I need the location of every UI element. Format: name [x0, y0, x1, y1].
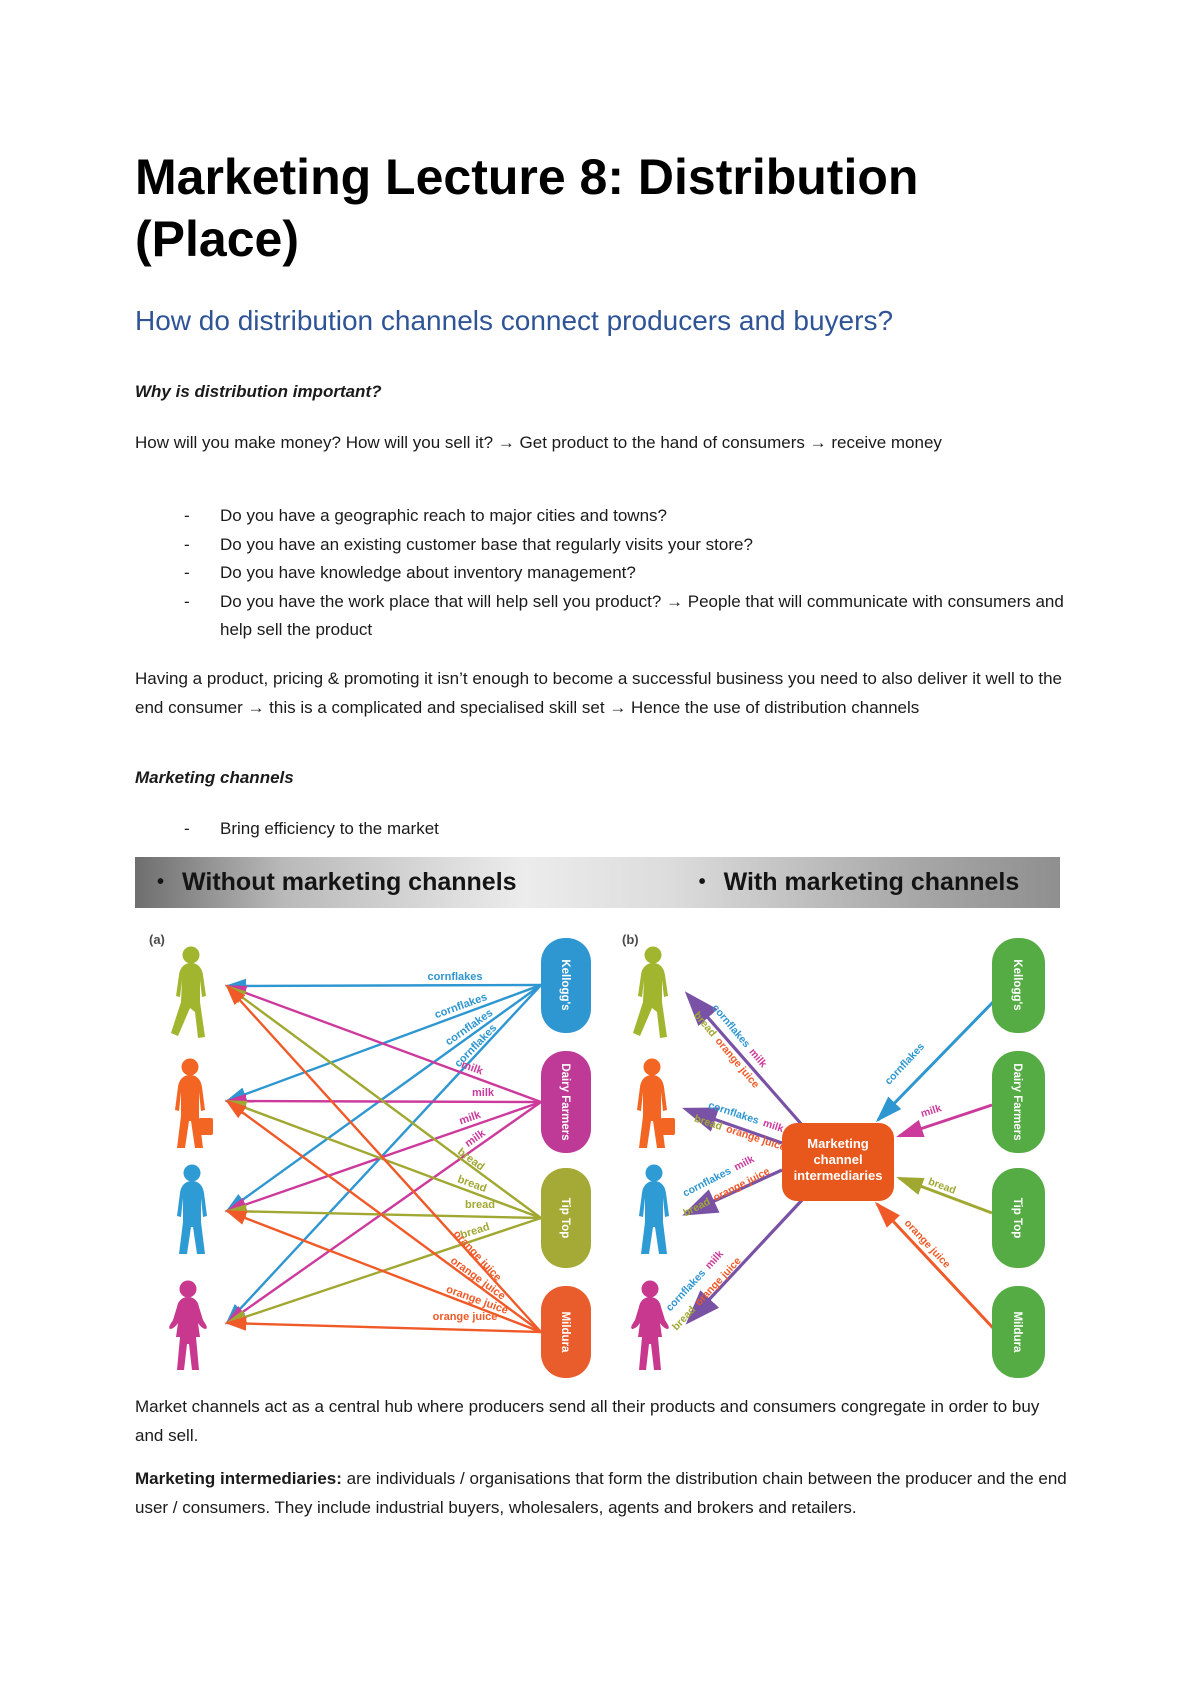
producer-pill-kelloggs-b: [992, 938, 1045, 1033]
product-label-cornflakes: cornflakes: [427, 971, 482, 983]
panel-b-label: (b): [622, 932, 639, 947]
dash-bullet: -: [184, 591, 190, 611]
diagram-header-bar: • Without marketing channels • With mark…: [135, 857, 1060, 908]
list-item-text: Do you have a geographic reach to major …: [220, 506, 667, 525]
subheading-why-distribution: Why is distribution important?: [135, 382, 382, 401]
bundle-milk: milk: [732, 1153, 756, 1173]
supply-label-milk: milk: [919, 1102, 943, 1120]
producer-pill-label: Kellogg's: [1011, 959, 1023, 1010]
paragraph-having-product: Having a product, pricing & promoting it…: [135, 669, 1063, 717]
bundle-bread: bread: [693, 1113, 724, 1133]
flow-line-cornflakes: [224, 978, 542, 994]
diagram-header-with: With marketing channels: [723, 868, 1020, 896]
producer-pill-label: Dairy Farmers: [1011, 1063, 1023, 1140]
dash-bullet: -: [184, 563, 190, 582]
flow-line-orange-juice: [225, 984, 542, 1333]
list-item-text: Bring efficiency to the market: [220, 819, 439, 838]
marketing-channels-diagram: (a) cornflakes cornflakes cornflakes cor…: [149, 932, 1045, 1378]
producer-pill-dairy-farmers: [541, 1051, 591, 1153]
hub-label-line: Marketing: [807, 1136, 868, 1151]
intermediary-arrow: [682, 1168, 783, 1216]
consumer-figure: [169, 1280, 207, 1370]
producer-pill-kelloggs: [541, 938, 591, 1033]
producer-pill-dairy-farmers-b: [992, 1051, 1045, 1153]
consumer-figure: [631, 1280, 669, 1370]
producer-pill-tip-top-b: [992, 1168, 1045, 1268]
intermediary-arrow: [685, 1197, 805, 1325]
flow-line-orange-juice: [225, 1099, 542, 1333]
diagram-header-without: Without marketing channels: [182, 868, 517, 896]
supply-arrow-orange-juice: [874, 1201, 996, 1331]
paragraph-marketing-intermediaries: Marketing intermediaries: are individual…: [135, 1464, 1070, 1522]
supply-arrow-milk: [896, 1103, 993, 1138]
hub-label-line: channel: [813, 1152, 862, 1167]
hub-label-line: intermediaries: [794, 1168, 883, 1183]
supply-arrow-bread: [896, 1176, 993, 1215]
flow-line-cornflakes: [225, 984, 542, 1213]
producer-pill-mildura-b: [992, 1286, 1045, 1378]
flow-line-orange-juice: [224, 1209, 542, 1334]
flow-line-milk: [225, 1101, 542, 1325]
list-item: - Do you have an existing customer base t…: [135, 531, 1070, 560]
flow-line-cornflakes: [225, 984, 542, 1325]
list-item: - Do you have knowledge about inventory m…: [135, 559, 1070, 588]
bundle-milk: milk: [761, 1117, 785, 1135]
section-heading: How do distribution channels connect pro…: [135, 305, 894, 336]
list-item: - Do you have the work place that will he…: [135, 588, 1070, 645]
list-item: - Bring efficiency to the market: [135, 815, 1070, 844]
producer-pill-label: Kellogg's: [559, 959, 571, 1010]
list-item-text: Do you have an existing customer base th…: [220, 534, 753, 554]
consumer-figure: [175, 1058, 213, 1148]
producer-pill-label: Mildura: [559, 1312, 571, 1353]
consumer-figure: [633, 946, 668, 1038]
consumer-figure: [637, 1058, 675, 1148]
flow-line-bread: [224, 1204, 542, 1220]
subheading-marketing-channels: Marketing channels: [135, 768, 294, 787]
list-item-text: Do you have knowledge about inventory ma…: [220, 563, 636, 582]
intermediary-hub-box: [782, 1123, 894, 1201]
list-item-text: Do you have the work place that will hel…: [220, 591, 1064, 640]
bullet-glyph: •: [157, 871, 165, 893]
producer-pill-label: Dairy Farmers: [559, 1063, 571, 1140]
bullet-glyph: •: [698, 871, 706, 893]
bullet-list-distribution: - Do you have a geographic reach to major…: [135, 502, 1070, 645]
marketing-intermediaries-rest: are individuals / organisations that for…: [135, 1469, 1067, 1517]
consumer-figure: [639, 1164, 669, 1254]
panel-a-label: (a): [149, 932, 165, 947]
producer-pill-mildura: [541, 1286, 591, 1378]
supply-label-cornflakes: cornflakes: [883, 1041, 928, 1088]
flow-line-milk: [224, 1100, 542, 1213]
intermediary-arrow: [684, 991, 805, 1128]
product-label-milk: milk: [460, 1059, 486, 1078]
supply-label-orange-juice: orange juice: [902, 1217, 953, 1271]
producer-pill-label: Tip Top: [1011, 1198, 1023, 1238]
page-title: Marketing Lecture 8: Distribution (Place…: [135, 149, 919, 267]
dash-bullet: -: [184, 506, 190, 525]
marketing-intermediaries-lead: Marketing intermediaries:: [135, 1469, 342, 1488]
list-item: - Do you have a geographic reach to major…: [135, 502, 1070, 531]
product-label-bread: bread: [465, 1199, 495, 1211]
flow-line-bread: [225, 984, 542, 1219]
product-label-milk: milk: [472, 1087, 495, 1099]
consumer-figure: [171, 946, 206, 1038]
producer-pill-tip-top: [541, 1168, 591, 1268]
product-label-orange-juice: orange juice: [433, 1311, 498, 1323]
paragraph-central-hub: Market channels act as a central hub whe…: [135, 1397, 1040, 1445]
intermediary-arrow: [681, 1107, 783, 1145]
dash-bullet: -: [184, 534, 190, 554]
supply-arrow-cornflakes: [875, 998, 997, 1123]
dash-bullet: -: [184, 819, 190, 838]
flow-line-milk: [224, 984, 542, 1104]
paragraph-make-money: How will you make money? How will you se…: [135, 433, 942, 452]
consumer-figure: [177, 1164, 207, 1254]
flow-line-orange-juice: [224, 1316, 542, 1334]
producer-pill-label: Mildura: [1011, 1312, 1023, 1353]
producer-pill-label: Tip Top: [559, 1198, 571, 1238]
bullet-list-marketing-channels: - Bring efficiency to the market: [135, 815, 1070, 844]
product-label-milk: milk: [463, 1127, 489, 1150]
